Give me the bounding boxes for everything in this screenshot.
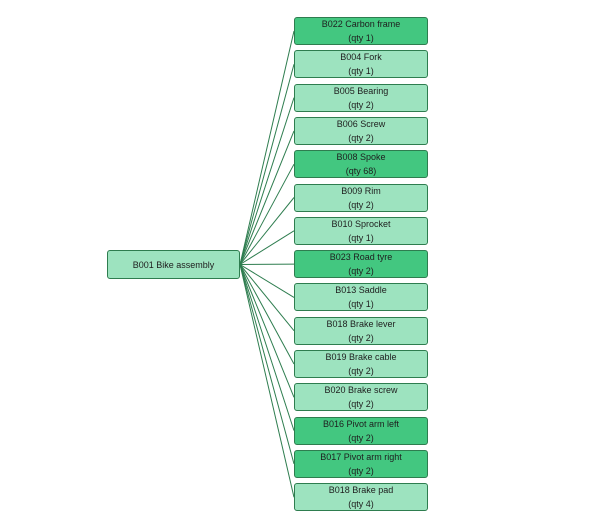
child-node-3[interactable]: B006 Screw (qty 2) <box>294 116 428 145</box>
child-node-label: B018 Brake pad <box>328 485 394 496</box>
child-node-2[interactable]: B005 Bearing (qty 2) <box>294 83 428 112</box>
child-node-label: B008 Spoke <box>336 152 386 163</box>
child-node-label: B019 Brake cable <box>325 352 397 362</box>
connector-line-4 <box>239 163 295 265</box>
child-node-label: B005 Bearing <box>333 85 389 96</box>
child-node-qty: (qty 2) <box>348 465 374 476</box>
root-node-label: B001 Bike assembly <box>132 259 215 270</box>
connector-line-14 <box>239 264 295 498</box>
child-node-1[interactable]: B004 Fork (qty 1) <box>294 50 428 79</box>
child-node-qty: (qty 2) <box>348 399 374 410</box>
child-node-qty: (qty 1) <box>348 66 374 77</box>
child-node-11[interactable]: B020 Brake screw (qty 2) <box>294 383 428 412</box>
child-node-12[interactable]: B016 Pivot arm left (qty 2) <box>294 416 428 445</box>
connector-line-8 <box>239 264 295 298</box>
child-node-14[interactable]: B018 Brake pad (qty 4) <box>294 483 428 512</box>
child-node-label: B016 Pivot arm left <box>322 418 400 429</box>
child-node-13[interactable]: B017 Pivot arm right (qty 2) <box>294 449 428 478</box>
connector-line-3 <box>239 130 295 265</box>
child-node-10[interactable]: B019 Brake cable (qty 2) <box>294 350 428 378</box>
child-node-4[interactable]: B008 Spoke (qty 68) <box>294 150 428 179</box>
child-node-label: B013 Saddle <box>335 285 387 296</box>
child-node-7[interactable]: B023 Road tyre (qty 2) <box>294 250 428 279</box>
connector-line-11 <box>239 264 295 398</box>
connector-line-10 <box>239 264 295 365</box>
connector-line-2 <box>239 97 295 265</box>
child-node-qty: (qty 2) <box>348 199 374 210</box>
child-node-label: B023 Road tyre <box>329 252 393 263</box>
child-node-qty: (qty 1) <box>348 33 374 43</box>
child-node-5[interactable]: B009 Rim (qty 2) <box>294 183 428 212</box>
child-node-qty: (qty 1) <box>348 299 374 310</box>
child-node-qty: (qty 2) <box>348 432 374 443</box>
connector-line-13 <box>239 264 295 465</box>
connector-line-9 <box>239 264 295 332</box>
child-node-label: B009 Rim <box>341 185 381 196</box>
child-node-qty: (qty 2) <box>348 99 374 110</box>
child-node-qty: (qty 4) <box>348 499 374 510</box>
child-node-label: B006 Screw <box>336 118 386 129</box>
child-node-label: B018 Brake lever <box>326 318 396 329</box>
child-node-label: B017 Pivot arm right <box>320 451 402 462</box>
connector-line-5 <box>239 197 295 265</box>
child-node-8[interactable]: B013 Saddle (qty 1) <box>294 283 428 312</box>
child-node-qty: (qty 2) <box>348 132 374 143</box>
child-node-6[interactable]: B010 Sprocket (qty 1) <box>294 216 428 245</box>
child-node-qty: (qty 1) <box>348 232 374 243</box>
child-node-label: B020 Brake screw <box>324 385 398 396</box>
child-node-qty: (qty 68) <box>345 166 377 177</box>
connector-line-6 <box>239 230 295 265</box>
connector-line-1 <box>239 64 295 265</box>
child-node-label: B022 Carbon frame <box>321 19 401 29</box>
child-node-9[interactable]: B018 Brake lever (qty 2) <box>294 316 428 345</box>
connector-line-0 <box>239 30 295 265</box>
root-node-bike-assembly[interactable]: B001 Bike assembly <box>107 250 240 279</box>
connector-line-12 <box>239 264 295 431</box>
child-node-qty: (qty 2) <box>348 366 374 376</box>
child-node-qty: (qty 2) <box>348 332 374 343</box>
child-node-0[interactable]: B022 Carbon frame (qty 1) <box>294 17 428 45</box>
child-node-qty: (qty 2) <box>348 266 374 277</box>
child-node-label: B010 Sprocket <box>331 218 391 229</box>
child-node-label: B004 Fork <box>340 52 382 63</box>
